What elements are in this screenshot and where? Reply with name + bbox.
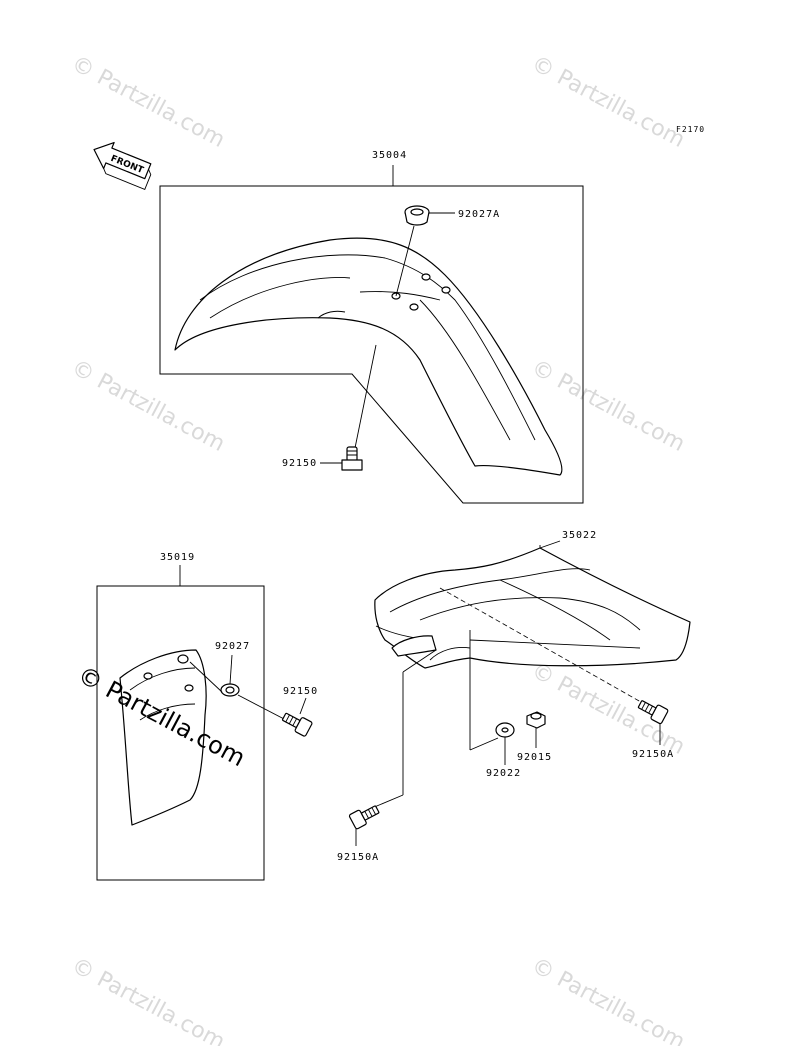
side-cover-group: 35019 92027 92150 © Partzilla.com	[73, 552, 318, 881]
front-grommet-icon	[404, 205, 430, 226]
figure-ref: F2170	[676, 125, 705, 134]
callout-92150A-right: 92150A	[632, 749, 674, 760]
side-grommet-icon	[220, 683, 240, 697]
side-cover-icon	[119, 649, 207, 826]
watermark-2: © Partzilla.com	[527, 51, 689, 153]
rear-fender-icon	[374, 547, 691, 669]
front-arrow-icon	[93, 141, 152, 180]
rear-bolt-right-icon	[637, 700, 669, 725]
callout-92027: 92027	[215, 641, 250, 652]
callout-92022: 92022	[486, 768, 521, 779]
front-fender-group: 35004 92027A 92150	[159, 150, 584, 504]
side-cover-bracket	[96, 585, 265, 881]
rear-washer-icon	[495, 722, 515, 738]
watermark-6: © Partzilla.com	[67, 953, 229, 1046]
callout-92150-front: 92150	[282, 458, 317, 469]
watermark-7: © Partzilla.com	[527, 953, 689, 1046]
callout-35004: 35004	[372, 150, 407, 161]
rear-fender-group: 35022 92150A 92015	[337, 530, 691, 863]
callout-92027A: 92027A	[458, 209, 500, 220]
watermark-1: © Partzilla.com	[67, 51, 229, 153]
front-arrow: FRONT	[93, 141, 152, 191]
front-fender-bracket	[159, 185, 584, 504]
watermark-3: © Partzilla.com	[67, 355, 229, 457]
callout-35019: 35019	[160, 552, 195, 563]
callout-92015: 92015	[517, 752, 552, 763]
callout-92150-side: 92150	[283, 686, 318, 697]
side-bolt-icon	[281, 712, 313, 737]
front-bolt-icon	[341, 446, 363, 471]
front-fender-icon	[174, 237, 563, 476]
callout-35022: 35022	[562, 530, 597, 541]
rear-bolt-left-icon	[348, 805, 380, 830]
callout-92150A-left: 92150A	[337, 852, 379, 863]
rear-collar-icon	[526, 711, 546, 729]
